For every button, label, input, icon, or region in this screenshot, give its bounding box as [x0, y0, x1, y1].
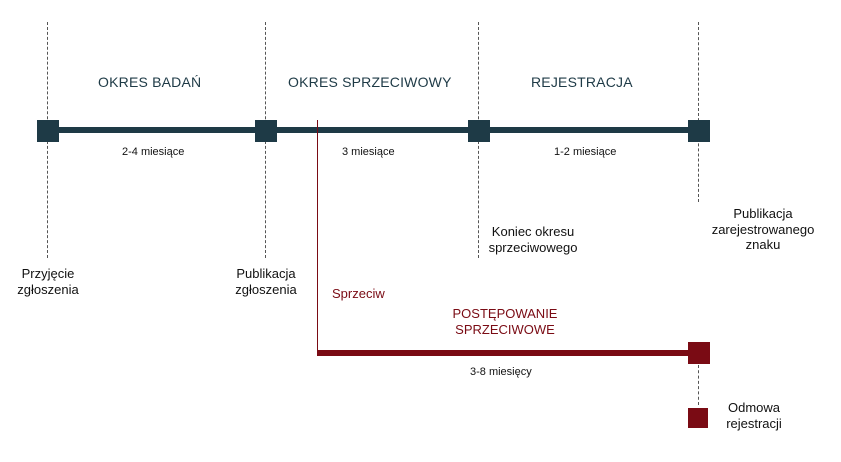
- guide-line-registration-lower: [698, 365, 699, 405]
- refusal-marker: [688, 408, 708, 428]
- opposition-proceedings-title: POSTĘPOWANIE SPRZECIWOWE: [452, 306, 558, 337]
- duration-opposition-proceedings: 3-8 miesięcy: [470, 366, 532, 378]
- phase-label-registration: REJESTRACJA: [531, 74, 633, 90]
- phase-label-examination: OKRES BADAŃ: [98, 74, 202, 90]
- opposition-trigger-label: Sprzeciw: [332, 286, 385, 301]
- phase-label-opposition: OKRES SPRZECIWOWY: [288, 74, 452, 90]
- opposition-timeline: [317, 350, 699, 356]
- duration-examination: 2-4 miesiące: [122, 146, 185, 158]
- main-timeline: [49, 127, 699, 133]
- milestone-filing-marker: [37, 120, 59, 142]
- milestone-publication-marker: [255, 120, 277, 142]
- opposition-branch-line: [317, 120, 318, 353]
- opposition-end-marker: [688, 342, 710, 364]
- milestone-end-opposition-label: Koniec okresu sprzeciwowego: [488, 224, 578, 255]
- milestone-end-opposition-marker: [468, 120, 490, 142]
- duration-opposition: 3 miesiące: [342, 146, 395, 158]
- refusal-label: Odmowa rejestracji: [726, 400, 782, 431]
- duration-registration: 1-2 miesiące: [554, 146, 617, 158]
- milestone-registration-marker: [688, 120, 710, 142]
- milestone-publication-label: Publikacja zgłoszenia: [235, 266, 297, 297]
- guide-line-registration: [698, 22, 699, 202]
- milestone-filing-label: Przyjęcie zgłoszenia: [17, 266, 79, 297]
- milestone-publication-registered-label: Publikacja zarejestrowanego znaku: [711, 206, 815, 253]
